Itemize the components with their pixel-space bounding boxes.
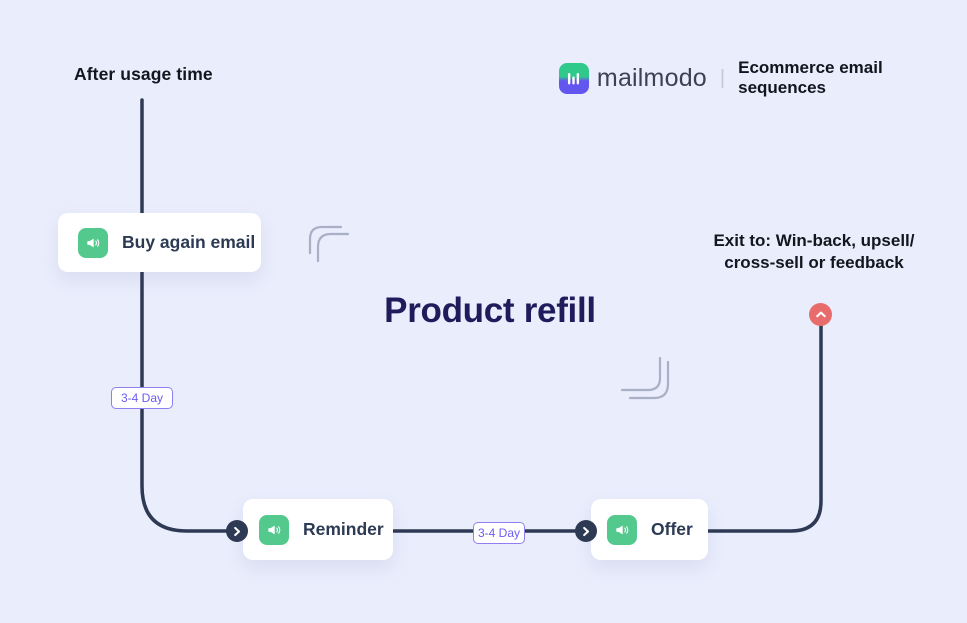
exit-note: Exit to: Win-back, upsell/ cross-sell or… xyxy=(693,230,935,274)
exit-note-line1: Exit to: Win-back, upsell/ xyxy=(713,231,915,250)
flow-node-label: Buy again email xyxy=(122,232,256,252)
megaphone-icon xyxy=(259,514,289,545)
delay-badge: 3-4 Day xyxy=(111,387,173,409)
brand-header: mailmodo | Ecommerce email sequences xyxy=(559,58,967,98)
flow-node-reminder: Reminder xyxy=(243,499,393,560)
section-heading: After usage time xyxy=(74,64,213,84)
series-title: Ecommerce email sequences xyxy=(738,58,883,97)
exit-note-line2: cross-sell or feedback xyxy=(724,253,904,272)
megaphone-icon xyxy=(607,514,637,545)
flow-arrow-chevron-right-icon xyxy=(575,520,597,542)
flow-node-label: Reminder xyxy=(303,519,384,539)
exit-marker-chevron-up-icon xyxy=(809,303,832,326)
flow-arrow-chevron-right-icon xyxy=(226,520,248,542)
decorative-arc-top-left xyxy=(308,225,350,263)
flow-node-offer: Offer xyxy=(591,499,708,560)
delay-badge: 3-4 Day xyxy=(473,522,525,544)
megaphone-icon xyxy=(78,227,108,258)
brand-name: mailmodo xyxy=(596,63,707,92)
flow-node-buy-again-email: Buy again email xyxy=(58,213,261,272)
page-title: Product refill xyxy=(384,291,596,330)
decorative-arc-bottom-right xyxy=(620,356,670,400)
mailmodo-logo-icon xyxy=(559,62,589,94)
flow-node-label: Offer xyxy=(651,519,693,539)
flow-connector-line xyxy=(140,98,823,533)
brand-divider: | xyxy=(719,66,726,89)
